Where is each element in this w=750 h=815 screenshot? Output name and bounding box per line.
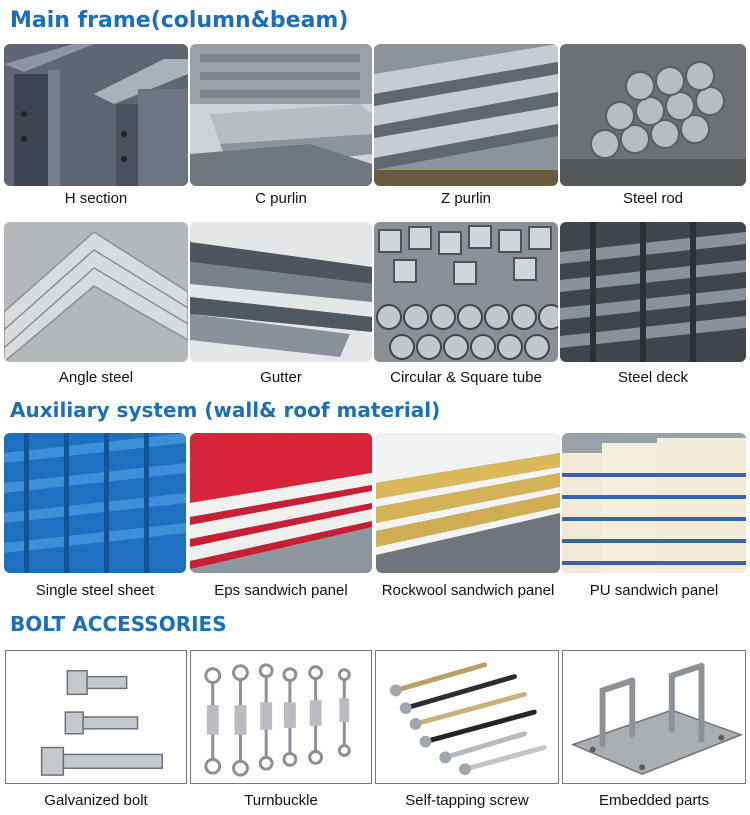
gutter-image: [190, 222, 372, 362]
pu-panel-caption: PU sandwich panel: [589, 582, 719, 599]
angle-steel-caption: Angle steel: [58, 369, 134, 386]
turnbuckle-caption: Turnbuckle: [244, 792, 318, 809]
steel-deck-caption: Steel deck: [617, 369, 689, 386]
h-section-image: [4, 44, 188, 186]
rockwool-panel-caption: Rockwool sandwich panel: [381, 582, 555, 599]
c-purlin-caption: C purlin: [255, 190, 307, 207]
pu-panel-image: [562, 433, 746, 573]
steel-deck-image: [560, 222, 746, 362]
tube-image: [374, 222, 558, 362]
single-steel-sheet-caption: Single steel sheet: [35, 582, 155, 599]
angle-steel-image: [4, 222, 188, 362]
rockwool-panel-image: [376, 433, 560, 573]
embedded-parts-image: [562, 650, 746, 784]
embedded-parts-caption: Embedded parts: [598, 792, 710, 809]
z-purlin-caption: Z purlin: [440, 190, 492, 207]
steel-rod-caption: Steel rod: [622, 190, 684, 207]
gutter-caption: Gutter: [260, 369, 302, 386]
auxiliary-system-title: Auxiliary system (wall& roof material): [10, 398, 441, 422]
h-section-caption: H section: [64, 190, 128, 207]
steel-rod-image: [560, 44, 746, 186]
c-purlin-image: [190, 44, 372, 186]
tube-caption: Circular & Square tube: [390, 369, 542, 386]
turnbuckle-image: [190, 650, 372, 784]
bolt-accessories-title: BOLT ACCESSORIES: [10, 612, 227, 636]
eps-panel-caption: Eps sandwich panel: [214, 582, 348, 599]
single-steel-sheet-image: [4, 433, 186, 573]
self-tapping-screw-caption: Self-tapping screw: [405, 792, 529, 809]
self-tapping-screw-image: [375, 650, 559, 784]
galvanized-bolt-image: [5, 650, 187, 784]
eps-panel-image: [190, 433, 372, 573]
galvanized-bolt-caption: Galvanized bolt: [44, 792, 148, 809]
main-frame-title: Main frame(column&beam): [10, 8, 349, 33]
z-purlin-image: [374, 44, 558, 186]
